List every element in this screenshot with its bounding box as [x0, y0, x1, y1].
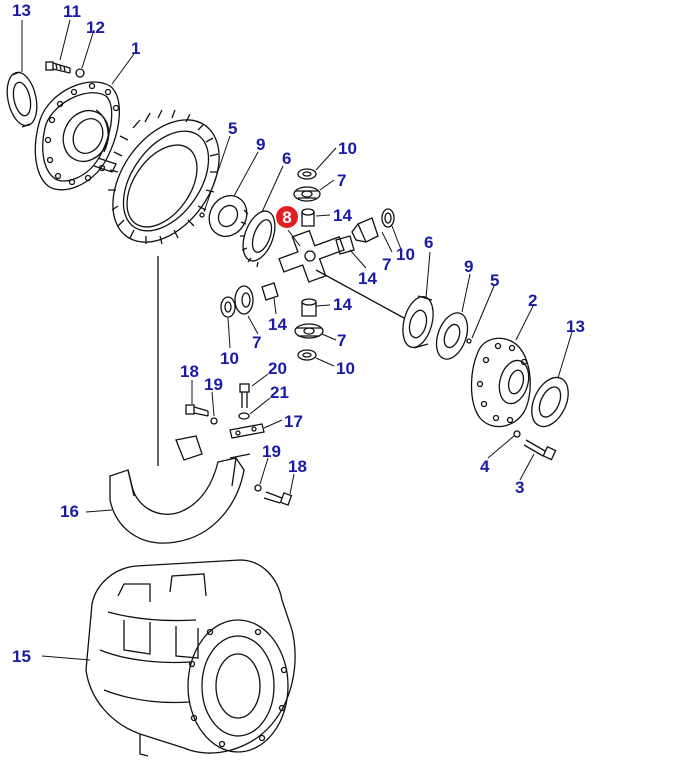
callout-10-right[interactable]: 10 — [396, 245, 415, 264]
bearing-left-drawing — [6, 71, 38, 128]
callout-9-left[interactable]: 9 — [256, 135, 265, 154]
callout-2[interactable]: 2 — [528, 291, 537, 310]
ring-gear-drawing — [108, 109, 220, 245]
case-half-right-drawing — [470, 337, 531, 428]
callout-labels: 13 11 12 1 5 9 6 10 7 8 14 7 10 14 6 9 5… — [12, 1, 585, 666]
line-art — [6, 61, 569, 757]
callout-19-bottom[interactable]: 19 — [262, 442, 281, 461]
callout-14-lower[interactable]: 14 — [333, 295, 352, 314]
callout-7-top[interactable]: 7 — [337, 171, 346, 190]
callout-18-top[interactable]: 18 — [180, 362, 199, 381]
callout-10-bottom[interactable]: 10 — [336, 359, 355, 378]
callout-11[interactable]: 11 — [63, 2, 81, 21]
callout-14-top[interactable]: 14 — [333, 206, 352, 225]
callout-5-left[interactable]: 5 — [228, 119, 237, 138]
callout-19-top[interactable]: 19 — [204, 375, 223, 394]
shim-left-drawing — [199, 195, 248, 237]
callout-8[interactable]: 8 — [282, 208, 291, 227]
callout-13-top[interactable]: 13 — [12, 1, 31, 20]
callout-7-left[interactable]: 7 — [252, 333, 261, 352]
callout-1[interactable]: 1 — [131, 39, 140, 58]
callout-6-left[interactable]: 6 — [282, 149, 291, 168]
callout-21[interactable]: 21 — [270, 383, 289, 402]
callout-7-bottom[interactable]: 7 — [337, 331, 346, 350]
callout-8-highlighted[interactable]: 8 — [276, 206, 298, 228]
bolt-11-drawing — [45, 61, 71, 74]
side-gear-left-drawing — [240, 209, 276, 268]
side-gear-right-drawing — [315, 269, 434, 349]
shim-right-drawing — [435, 312, 472, 360]
pinion-left-drawing — [220, 282, 279, 318]
callout-4[interactable]: 4 — [480, 457, 490, 476]
callout-14-mid[interactable]: 14 — [358, 269, 377, 288]
callout-16[interactable]: 16 — [60, 502, 79, 521]
callout-6-right[interactable]: 6 — [424, 233, 433, 252]
pinion-right-drawing — [335, 208, 395, 255]
callout-14-left[interactable]: 14 — [268, 315, 287, 334]
callout-13-right[interactable]: 13 — [566, 317, 585, 336]
callout-15[interactable]: 15 — [12, 647, 31, 666]
highlight-circle — [276, 206, 298, 228]
bolt-20-drawing — [229, 383, 265, 439]
callout-9-right[interactable]: 9 — [464, 257, 473, 276]
leader-lines — [21, 19, 573, 661]
bolt-18-top-drawing — [185, 404, 218, 425]
axle-housing-drawing — [85, 559, 296, 757]
callout-18-bottom[interactable]: 18 — [288, 457, 307, 476]
callout-17[interactable]: 17 — [284, 412, 303, 431]
case-half-left-drawing — [34, 81, 120, 191]
callout-7-right[interactable]: 7 — [382, 255, 391, 274]
bolt-18-bottom-drawing — [254, 484, 293, 506]
bolt-3-drawing — [513, 430, 557, 461]
callout-10-top[interactable]: 10 — [338, 139, 357, 158]
callout-20[interactable]: 20 — [268, 359, 287, 378]
bearing-right-drawing — [531, 376, 569, 428]
callout-5-right[interactable]: 5 — [490, 271, 499, 290]
washer-12-drawing — [75, 68, 85, 78]
spider-drawing — [278, 229, 345, 283]
callout-10-left[interactable]: 10 — [220, 349, 239, 368]
callout-3[interactable]: 3 — [515, 478, 524, 497]
pinion-bottom-drawing — [294, 298, 324, 361]
callout-12[interactable]: 12 — [86, 18, 105, 37]
pinion-top-drawing — [293, 168, 321, 227]
guard-drawing — [109, 256, 251, 544]
